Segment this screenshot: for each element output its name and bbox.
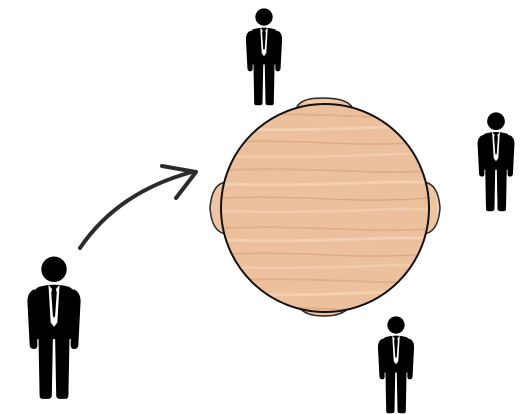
person-top [246, 8, 282, 105]
person-approaching [27, 257, 80, 399]
person-right [478, 112, 515, 211]
curved-arrow-icon [80, 166, 196, 248]
round-table-icon [221, 104, 429, 312]
person-bottom [378, 316, 414, 413]
